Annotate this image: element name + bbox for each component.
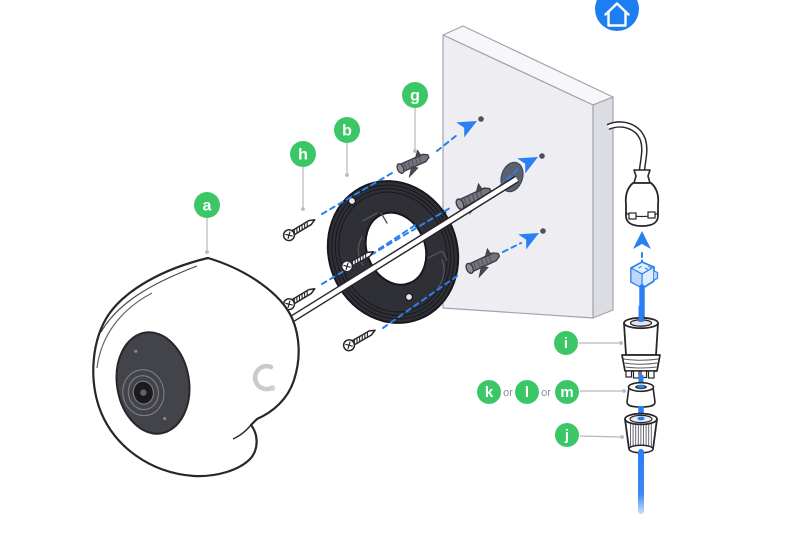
drill-hole <box>539 153 545 159</box>
wall-panel <box>442 25 614 319</box>
drill-hole <box>540 228 546 234</box>
svg-text:or: or <box>503 387 513 399</box>
callout-badge <box>290 141 316 167</box>
wall-anchor <box>393 146 434 181</box>
screw <box>280 214 319 244</box>
callout-j: j <box>555 423 624 447</box>
pigtail-connector <box>624 169 660 227</box>
svg-text:i: i <box>564 335 568 352</box>
camera <box>92 256 300 478</box>
alignment-guides <box>321 113 543 329</box>
callout-badge <box>555 380 579 404</box>
lens-ring <box>122 369 165 417</box>
home-icon <box>604 2 630 27</box>
callout-badge <box>402 82 428 108</box>
camera-face <box>115 331 191 435</box>
callout-h: h <box>290 141 316 211</box>
wall-side-face <box>592 96 614 319</box>
svg-text:m: m <box>560 384 573 401</box>
callout-badge <box>477 380 501 404</box>
pigtail-cable <box>606 121 648 171</box>
svg-text:l: l <box>525 384 529 401</box>
callout-badge <box>334 117 360 143</box>
callout-badge <box>555 423 579 447</box>
screw <box>340 324 379 354</box>
callout-badge <box>515 380 539 404</box>
ring-screw-hole <box>348 197 356 205</box>
compression-fitting <box>621 306 661 379</box>
callout-i: i <box>554 331 623 355</box>
brand-logo <box>252 363 275 392</box>
drill-hole <box>478 116 484 122</box>
insert-direction-arrow <box>633 231 651 264</box>
callout-b: b <box>334 117 360 177</box>
svg-text:h: h <box>298 147 308 164</box>
callout-a: a <box>194 192 220 254</box>
svg-text:j: j <box>564 427 569 444</box>
home-button[interactable] <box>595 0 639 31</box>
grommet <box>626 381 656 408</box>
callout-badge <box>194 192 220 218</box>
svg-text:b: b <box>342 123 352 140</box>
callout-badge <box>554 331 578 355</box>
svg-text:a: a <box>203 198 212 215</box>
cap-nut <box>624 412 658 454</box>
ring-screw-hole <box>405 293 413 301</box>
svg-text:k: k <box>485 384 494 401</box>
callout-g: g <box>402 82 428 153</box>
rj45-connector <box>630 261 659 289</box>
camera-cable <box>290 175 519 323</box>
callout-k-l-m: k or l or m <box>477 380 626 404</box>
svg-text:g: g <box>410 88 420 105</box>
svg-text:or: or <box>541 387 551 399</box>
